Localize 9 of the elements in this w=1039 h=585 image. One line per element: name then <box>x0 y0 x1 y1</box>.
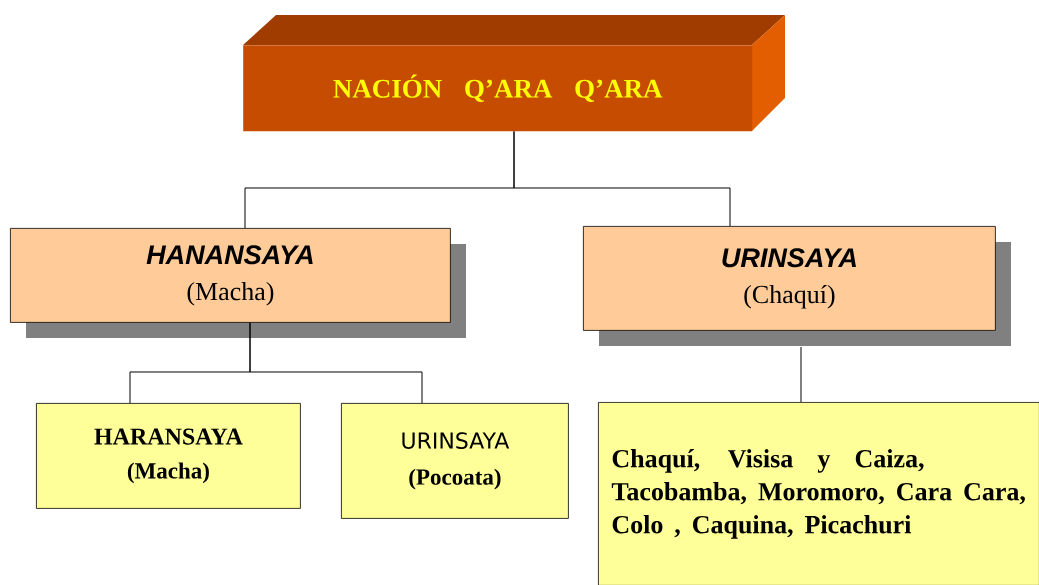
group-box: URINSAYA (Chaquí) <box>583 226 1011 346</box>
subgroup-box: HARANSAYA (Macha) <box>36 403 301 509</box>
title-box: NACIÓN Q’ARA Q’ARA <box>243 15 785 132</box>
connector <box>249 322 423 404</box>
list-box: Chaquí, Visisa y Caiza, Tacobamba, Moromoro, Cara Cara, Colo , Caquina, Picachuri <box>598 402 1039 585</box>
connector <box>800 346 802 403</box>
subgroup-box: URINSAYA (Pocoata) <box>341 403 569 519</box>
connector <box>513 130 731 227</box>
group-box: HANANSAYA (Macha) <box>10 228 466 338</box>
